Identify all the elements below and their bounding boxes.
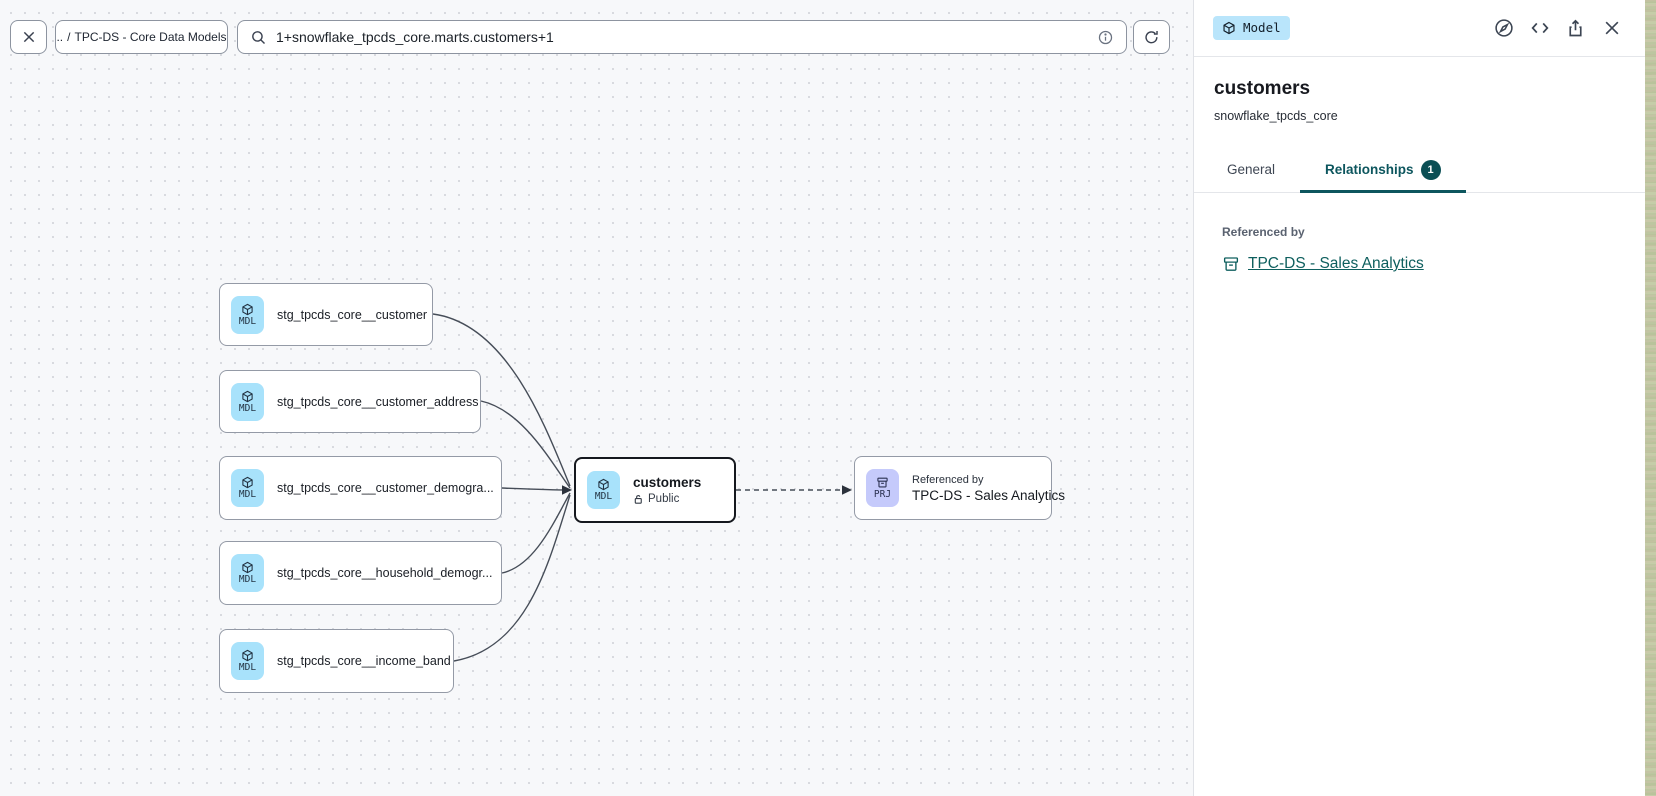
model-resource-icon: MDL — [231, 554, 264, 592]
node-kicker: Referenced by — [912, 473, 984, 486]
lineage-search[interactable] — [237, 20, 1127, 54]
project-icon — [877, 477, 888, 488]
node-label: stg_tpcds_core__customer_demogra... — [277, 481, 494, 495]
info-icon[interactable] — [1097, 29, 1114, 46]
node-customers-selected[interactable]: MDL customers Public — [574, 457, 736, 523]
details-panel: Model customers snowflake_tpcds_core Gen… — [1193, 0, 1645, 796]
refresh-lineage-button[interactable] — [1133, 20, 1170, 54]
lock-open-icon — [634, 494, 642, 504]
page-title: customers — [1214, 78, 1311, 99]
edge-income-band — [453, 494, 571, 662]
breadcrumb-project: TPC-DS - Core Data Models — [74, 30, 227, 44]
project-icon — [1223, 257, 1239, 271]
view-code-button[interactable] — [1528, 17, 1551, 40]
relationships-content: Referenced by TPC-DS - Sales Analytics — [1194, 193, 1645, 273]
resource-code: MDL — [238, 489, 257, 501]
model-resource-icon: MDL — [231, 469, 264, 507]
node-stg-customer-address[interactable]: MDL stg_tpcds_core__customer_address — [219, 370, 481, 433]
resource-code: MDL — [594, 491, 613, 503]
node-label: stg_tpcds_core__income_band — [277, 654, 451, 668]
edge-household-demographics — [501, 492, 571, 574]
close-icon — [1605, 21, 1618, 35]
panel-tabs: General Relationships 1 — [1194, 149, 1645, 193]
compass-icon — [1494, 19, 1513, 37]
lineage-canvas[interactable]: MDL stg_tpcds_core__customer MDL stg_tpc… — [0, 0, 1193, 796]
breadcrumb[interactable]: .. / TPC-DS - Core Data Models — [55, 20, 228, 54]
edge-customer — [432, 313, 571, 487]
project-subtitle: snowflake_tpcds_core — [1214, 109, 1338, 123]
search-input[interactable] — [276, 29, 1088, 45]
referenced-project-row[interactable]: TPC-DS - Sales Analytics — [1222, 255, 1617, 273]
cube-icon — [242, 476, 253, 489]
model-resource-icon: MDL — [231, 295, 264, 334]
model-resource-icon: MDL — [231, 382, 264, 421]
model-resource-icon: MDL — [231, 642, 264, 680]
node-referenced-project[interactable]: PRJ Referenced by TPC-DS - Sales Analyti… — [854, 456, 1065, 520]
edge-arrowhead-out — [842, 485, 852, 495]
section-heading: Referenced by — [1222, 225, 1305, 239]
lineage-edges — [432, 313, 852, 662]
search-icon — [252, 30, 266, 44]
close-lineage-button[interactable] — [10, 20, 47, 54]
node-label: stg_tpcds_core__customer_address — [277, 394, 479, 409]
access-label: Public — [648, 493, 680, 505]
node-stg-customer[interactable]: MDL stg_tpcds_core__customer — [219, 283, 433, 346]
resource-code: MDL — [238, 662, 257, 674]
cube-icon — [598, 478, 609, 491]
node-label: customers — [633, 475, 702, 490]
resource-code: MDL — [238, 402, 257, 414]
project-resource-icon: PRJ — [866, 469, 899, 507]
edge-customer-address — [480, 400, 571, 489]
cube-icon — [242, 649, 253, 662]
node-stg-customer-demographics[interactable]: MDL stg_tpcds_core__customer_demogra... — [219, 456, 502, 520]
refresh-icon — [1145, 30, 1158, 43]
resource-code: MDL — [238, 315, 257, 327]
desktop-wallpaper-sliver — [1645, 0, 1656, 796]
edge-customer-demographics — [501, 487, 569, 491]
resource-type-label: Model — [1243, 19, 1281, 35]
panel-header: Model — [1194, 0, 1645, 57]
breadcrumb-up[interactable]: .. — [56, 30, 64, 44]
code-icon — [1530, 22, 1549, 34]
share-icon — [1569, 19, 1582, 36]
share-button[interactable] — [1564, 17, 1587, 40]
tab-label: Relationships — [1325, 162, 1414, 177]
resource-code: PRJ — [873, 489, 892, 501]
node-label: stg_tpcds_core__household_demogr... — [277, 566, 493, 580]
open-in-lineage-button[interactable] — [1492, 17, 1515, 40]
referenced-project-link[interactable]: TPC-DS - Sales Analytics — [1248, 255, 1424, 272]
resource-code: MDL — [238, 574, 257, 586]
cube-icon — [1223, 21, 1235, 35]
tab-count-badge: 1 — [1420, 159, 1441, 180]
title-block: customers snowflake_tpcds_core — [1194, 57, 1645, 123]
tab-label: General — [1227, 162, 1276, 177]
node-stg-household-demographics[interactable]: MDL stg_tpcds_core__household_demogr... — [219, 541, 502, 605]
breadcrumb-separator: / — [67, 30, 71, 44]
cube-icon — [242, 561, 253, 574]
tab-relationships[interactable]: Relationships 1 — [1300, 149, 1466, 193]
close-panel-button[interactable] — [1600, 17, 1623, 40]
close-icon — [23, 31, 34, 43]
edge-arrowhead-in — [562, 485, 572, 495]
resource-type-badge: Model — [1213, 16, 1290, 40]
model-resource-icon: MDL — [587, 471, 620, 509]
node-label: TPC-DS - Sales Analytics — [912, 487, 1066, 503]
tab-general[interactable]: General — [1202, 149, 1300, 193]
node-stg-income-band[interactable]: MDL stg_tpcds_core__income_band — [219, 629, 454, 693]
cube-icon — [242, 303, 253, 316]
cube-icon — [242, 390, 253, 403]
node-label: stg_tpcds_core__customer — [277, 307, 428, 322]
